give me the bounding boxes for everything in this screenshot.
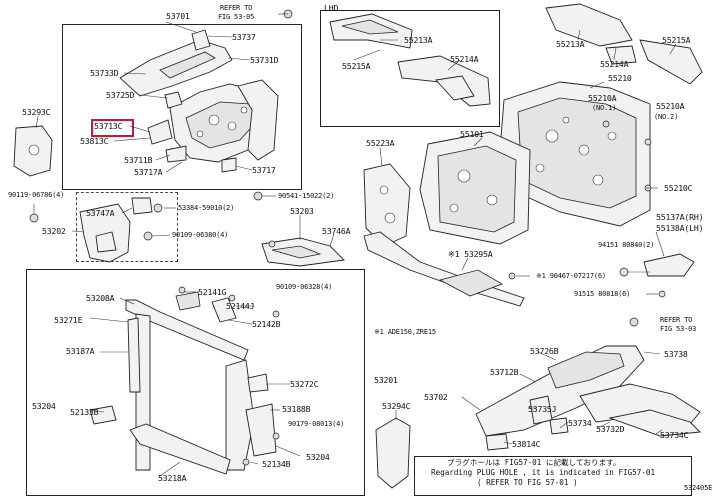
label-53735J[interactable]: 53735J: [528, 404, 557, 414]
section-lhd: LHD: [324, 3, 339, 13]
highlighted-part-box[interactable]: [91, 119, 134, 137]
refer-to-label: REFER TO: [220, 4, 253, 12]
label-53713C[interactable]: 53713C: [94, 121, 123, 131]
label-53218A[interactable]: 53218A: [158, 473, 187, 483]
label-53701[interactable]: 53701: [166, 11, 190, 21]
part-55223A: [363, 163, 411, 247]
label-53702[interactable]: 53702: [424, 392, 448, 402]
part-53294C: [375, 417, 411, 489]
label-53734C[interactable]: 53734C: [660, 430, 689, 440]
label-53813C[interactable]: 53813C: [80, 136, 109, 146]
label-90541-15022[interactable]: 90541-15022(2): [278, 192, 335, 200]
label-55213A[interactable]: 55213A: [556, 39, 585, 49]
label-53737[interactable]: 53737: [232, 32, 256, 42]
label-55137A[interactable]: 55137A(RH): [656, 212, 704, 222]
label-90119-06786[interactable]: 90119-06786(4): [8, 191, 65, 199]
plug-hole-note: プラグホールは FIG57-01 に記載しております。 Regarding PL…: [414, 456, 692, 496]
label-55215A[interactable]: 55215A: [662, 35, 691, 45]
label-55214A-lhd[interactable]: 55214A: [450, 54, 479, 64]
label-53725D[interactable]: 53725D: [106, 90, 135, 100]
label-55210A-no2[interactable]: 55210A: [656, 101, 685, 111]
label-53202[interactable]: 53202: [42, 226, 66, 236]
label-52144J[interactable]: 52144J: [226, 301, 255, 311]
label-55210A-no1[interactable]: 55210A: [588, 93, 617, 103]
label-53732D[interactable]: 53732D: [596, 424, 625, 434]
label-53294C[interactable]: 53294C: [382, 401, 411, 411]
label-90467-07217[interactable]: ※1 90467-07217(6): [536, 272, 606, 280]
label-53208A[interactable]: 53208A: [86, 293, 115, 303]
label-53746A[interactable]: 53746A: [322, 226, 351, 236]
label-ade150-note: ※1 ADE150,ZRE15: [374, 328, 436, 336]
label-55210C[interactable]: 55210C: [664, 183, 693, 193]
label-53272C[interactable]: 53272C: [290, 379, 319, 389]
label-94151-80840[interactable]: 94151 80840(2): [598, 241, 655, 249]
refer-fig-label-2[interactable]: FIG 53-03: [660, 325, 697, 333]
label-55213A-lhd[interactable]: 55213A: [404, 35, 433, 45]
refer-fig-label[interactable]: FIG 53-05: [218, 13, 255, 21]
bracket-group-frame: [76, 192, 178, 262]
label-53747A[interactable]: 53747A: [86, 208, 115, 218]
note-line-refer[interactable]: ( REFER TO FIG 57-01 ): [477, 478, 578, 487]
note-line-en: Regarding PLUG HOLE , it is indicated in…: [431, 468, 656, 477]
label-53731D[interactable]: 53731D: [250, 55, 279, 65]
label-53717[interactable]: 53717: [252, 165, 276, 175]
label-55214A[interactable]: 55214A: [600, 59, 629, 69]
label-53738[interactable]: 53738: [664, 349, 688, 359]
label-90109-06328[interactable]: 90109-06328(4): [276, 283, 333, 291]
label-53187A[interactable]: 53187A: [66, 346, 95, 356]
part-53202-bracket: [79, 203, 131, 263]
apron-rh-drawing: [461, 317, 701, 451]
label-52141G[interactable]: 52141G: [198, 287, 227, 297]
lhd-group-frame: [320, 10, 500, 127]
label-55215A-lhd[interactable]: 55215A: [342, 61, 371, 71]
dash-panel-drawing: [499, 3, 703, 227]
label-52133B[interactable]: 52133B: [70, 407, 99, 417]
label-53204-right[interactable]: 53204: [306, 452, 330, 462]
label-52142B[interactable]: 52142B: [252, 319, 281, 329]
label-55101[interactable]: 55101: [460, 129, 484, 139]
label-53814C[interactable]: 53814C: [512, 439, 541, 449]
label-90109-06380[interactable]: 90109-06380(4): [172, 231, 229, 239]
label-53293C[interactable]: 53293C: [22, 107, 51, 117]
diagram-id: 532405E: [684, 484, 713, 492]
label-53271E[interactable]: 53271E: [54, 315, 83, 325]
label-53204-left[interactable]: 53204: [32, 401, 56, 411]
label-53712B[interactable]: 53712B: [490, 367, 519, 377]
label-53201[interactable]: 53201: [374, 375, 398, 385]
lhd-parts-drawing: [329, 13, 491, 107]
label-no2: (NO.2): [654, 113, 679, 121]
label-no1: (NO.1): [592, 104, 617, 112]
part-55137A: [643, 253, 695, 277]
label-52134B[interactable]: 52134B: [262, 459, 291, 469]
refer-to-label-2: REFER TO: [660, 316, 693, 324]
label-55223A[interactable]: 55223A: [366, 138, 395, 148]
label-53734[interactable]: 53734: [568, 418, 592, 428]
label-53188B[interactable]: 53188B: [282, 404, 311, 414]
label-53717A[interactable]: 53717A: [134, 167, 163, 177]
label-53726B[interactable]: 53726B: [530, 346, 559, 356]
label-55210[interactable]: 55210: [608, 73, 632, 83]
upper-left-group-frame: [62, 24, 302, 190]
label-90179-08013[interactable]: 90179-08013(4): [288, 420, 345, 428]
label-53711B[interactable]: 53711B: [124, 155, 153, 165]
label-91515-80818[interactable]: 91515 80818(6): [574, 290, 631, 298]
radiator-support-drawing: [89, 286, 301, 477]
apron-assembly-drawing: [119, 9, 293, 173]
label-53295A[interactable]: ※1 53295A: [448, 249, 493, 259]
note-line-jp: プラグホールは FIG57-01 に記載しております。: [447, 458, 621, 467]
label-55138A[interactable]: 55138A(LH): [656, 223, 704, 233]
label-53733D[interactable]: 53733D: [90, 68, 119, 78]
label-53384-59010[interactable]: 53384-59010(2): [178, 204, 235, 212]
label-53203[interactable]: 53203: [290, 206, 314, 216]
